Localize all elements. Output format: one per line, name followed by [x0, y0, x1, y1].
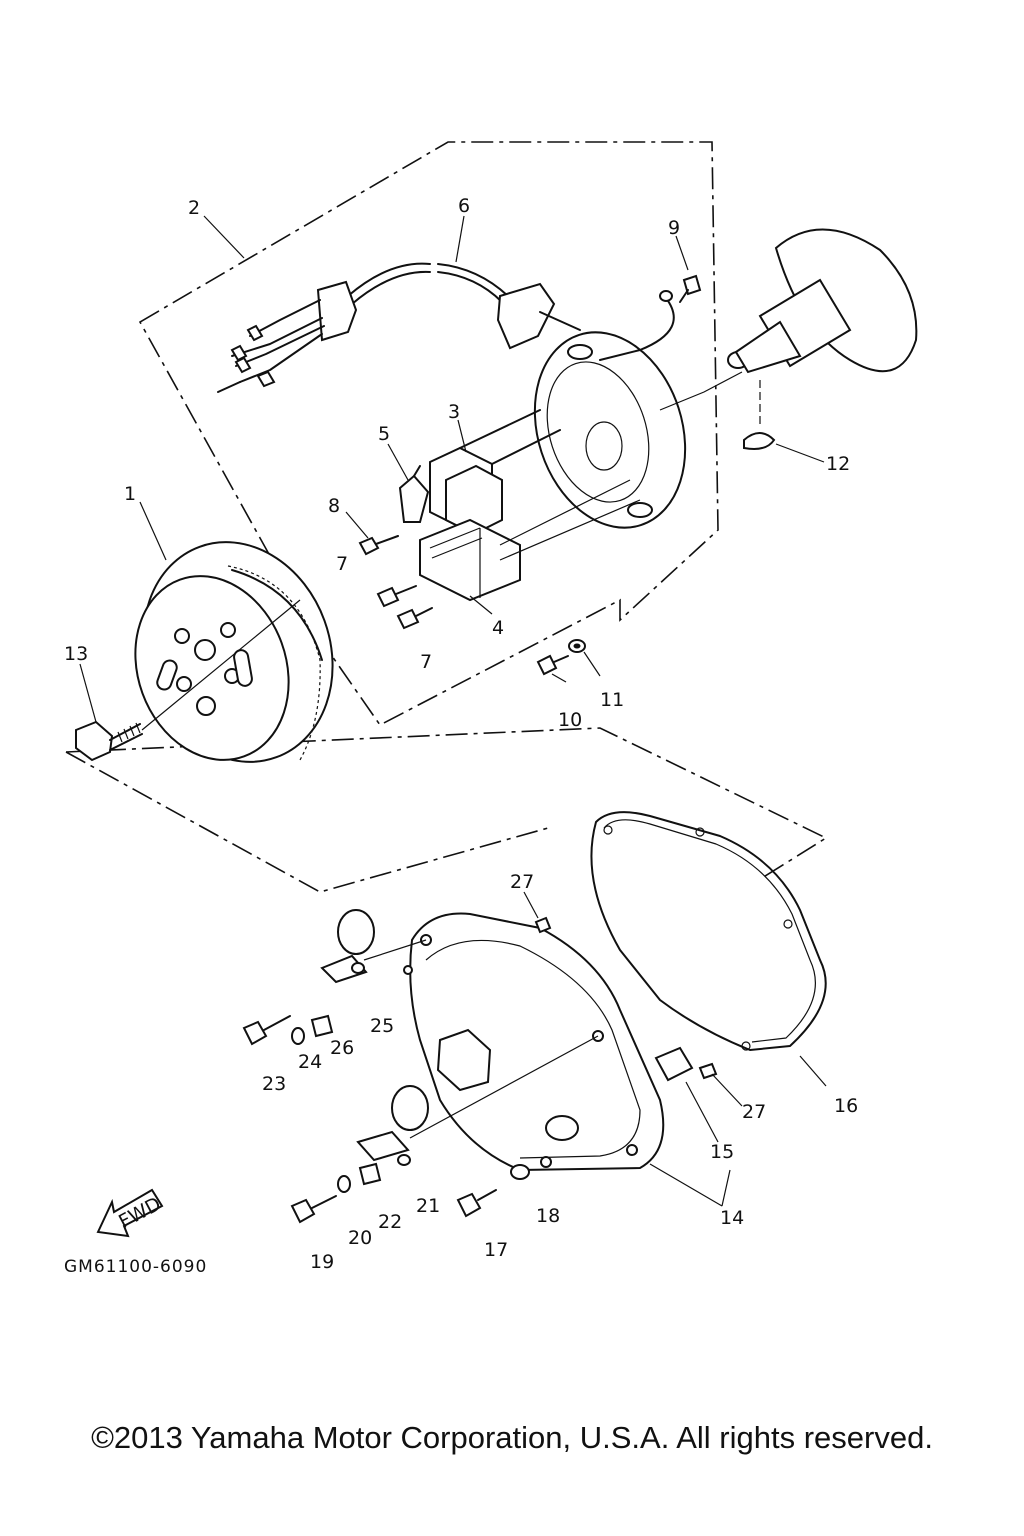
part-label-13: 13	[64, 643, 88, 665]
cover-bolt	[242, 1015, 291, 1046]
lighting-coil	[419, 479, 641, 602]
cover-bolt	[456, 1189, 497, 1218]
part-label-10: 10	[558, 709, 582, 731]
cover-gasket	[590, 811, 827, 1051]
collar	[310, 1014, 334, 1038]
part-label-3: 3	[448, 401, 460, 423]
part-label-19: 19	[310, 1251, 334, 1273]
part-label-17: 17	[484, 1239, 508, 1261]
part-label-27b: 27	[742, 1101, 766, 1123]
part-label-7b: 7	[420, 651, 432, 673]
drawing-code: GM61100-6090	[64, 1257, 208, 1277]
part-label-26: 26	[330, 1037, 354, 1059]
part-label-7a: 7	[336, 553, 348, 575]
washer	[337, 1175, 351, 1193]
part-label-15: 15	[710, 1141, 734, 1163]
washer	[510, 1164, 530, 1180]
part-label-2: 2	[188, 197, 200, 219]
part-label-9: 9	[668, 217, 680, 239]
wire-clamp	[356, 1035, 599, 1166]
coil-screw	[358, 535, 399, 556]
part-label-21: 21	[416, 1195, 440, 1217]
part-label-23: 23	[262, 1073, 286, 1095]
coil-screw	[376, 585, 417, 608]
dowel-pin	[654, 1046, 694, 1082]
part-label-22: 22	[378, 1211, 402, 1233]
ground-screw	[599, 274, 702, 361]
stator-bolt	[536, 654, 569, 676]
woodruff-key	[743, 380, 776, 450]
cover-bolt	[290, 1195, 337, 1224]
cover-group-boundary	[65, 727, 828, 893]
leader-lines	[79, 215, 827, 1207]
part-label-5: 5	[378, 423, 390, 445]
washer	[291, 1027, 305, 1045]
part-label-11: 11	[600, 689, 624, 711]
wire-clamp	[320, 909, 427, 984]
forward-direction-arrow-icon: FWD	[96, 1188, 165, 1238]
part-label-20: 20	[348, 1227, 372, 1249]
stator-washer	[568, 639, 586, 653]
flywheel-rotor	[134, 541, 334, 763]
part-label-18: 18	[536, 1205, 560, 1227]
copyright-notice: ©2013 Yamaha Motor Corporation, U.S.A. A…	[91, 1420, 933, 1455]
crankcase-cover	[403, 912, 665, 1172]
part-label-27a: 27	[510, 871, 534, 893]
part-label-1: 1	[124, 483, 136, 505]
charge-coil	[429, 409, 561, 536]
part-label-6: 6	[458, 195, 470, 217]
part-label-14: 14	[720, 1207, 744, 1229]
part-label-16: 16	[834, 1095, 858, 1117]
stator-base-plate	[533, 331, 687, 529]
part-label-4: 4	[492, 617, 504, 639]
coil-screw	[396, 607, 433, 630]
part-label-25: 25	[370, 1015, 394, 1037]
part-label-12: 12	[826, 453, 850, 475]
part-number-labels: 1 2 3 4 5 6 7 7 8 9 10 11 12 13 14 15 16…	[64, 195, 858, 1273]
crankshaft	[659, 228, 918, 411]
pickup-coil	[398, 465, 430, 523]
flywheel-bolt	[75, 599, 301, 762]
collar	[358, 1162, 382, 1186]
part-label-24: 24	[298, 1051, 322, 1073]
part-label-8: 8	[328, 495, 340, 517]
wire-harness	[217, 262, 581, 393]
dowel-pin-small	[534, 916, 552, 934]
